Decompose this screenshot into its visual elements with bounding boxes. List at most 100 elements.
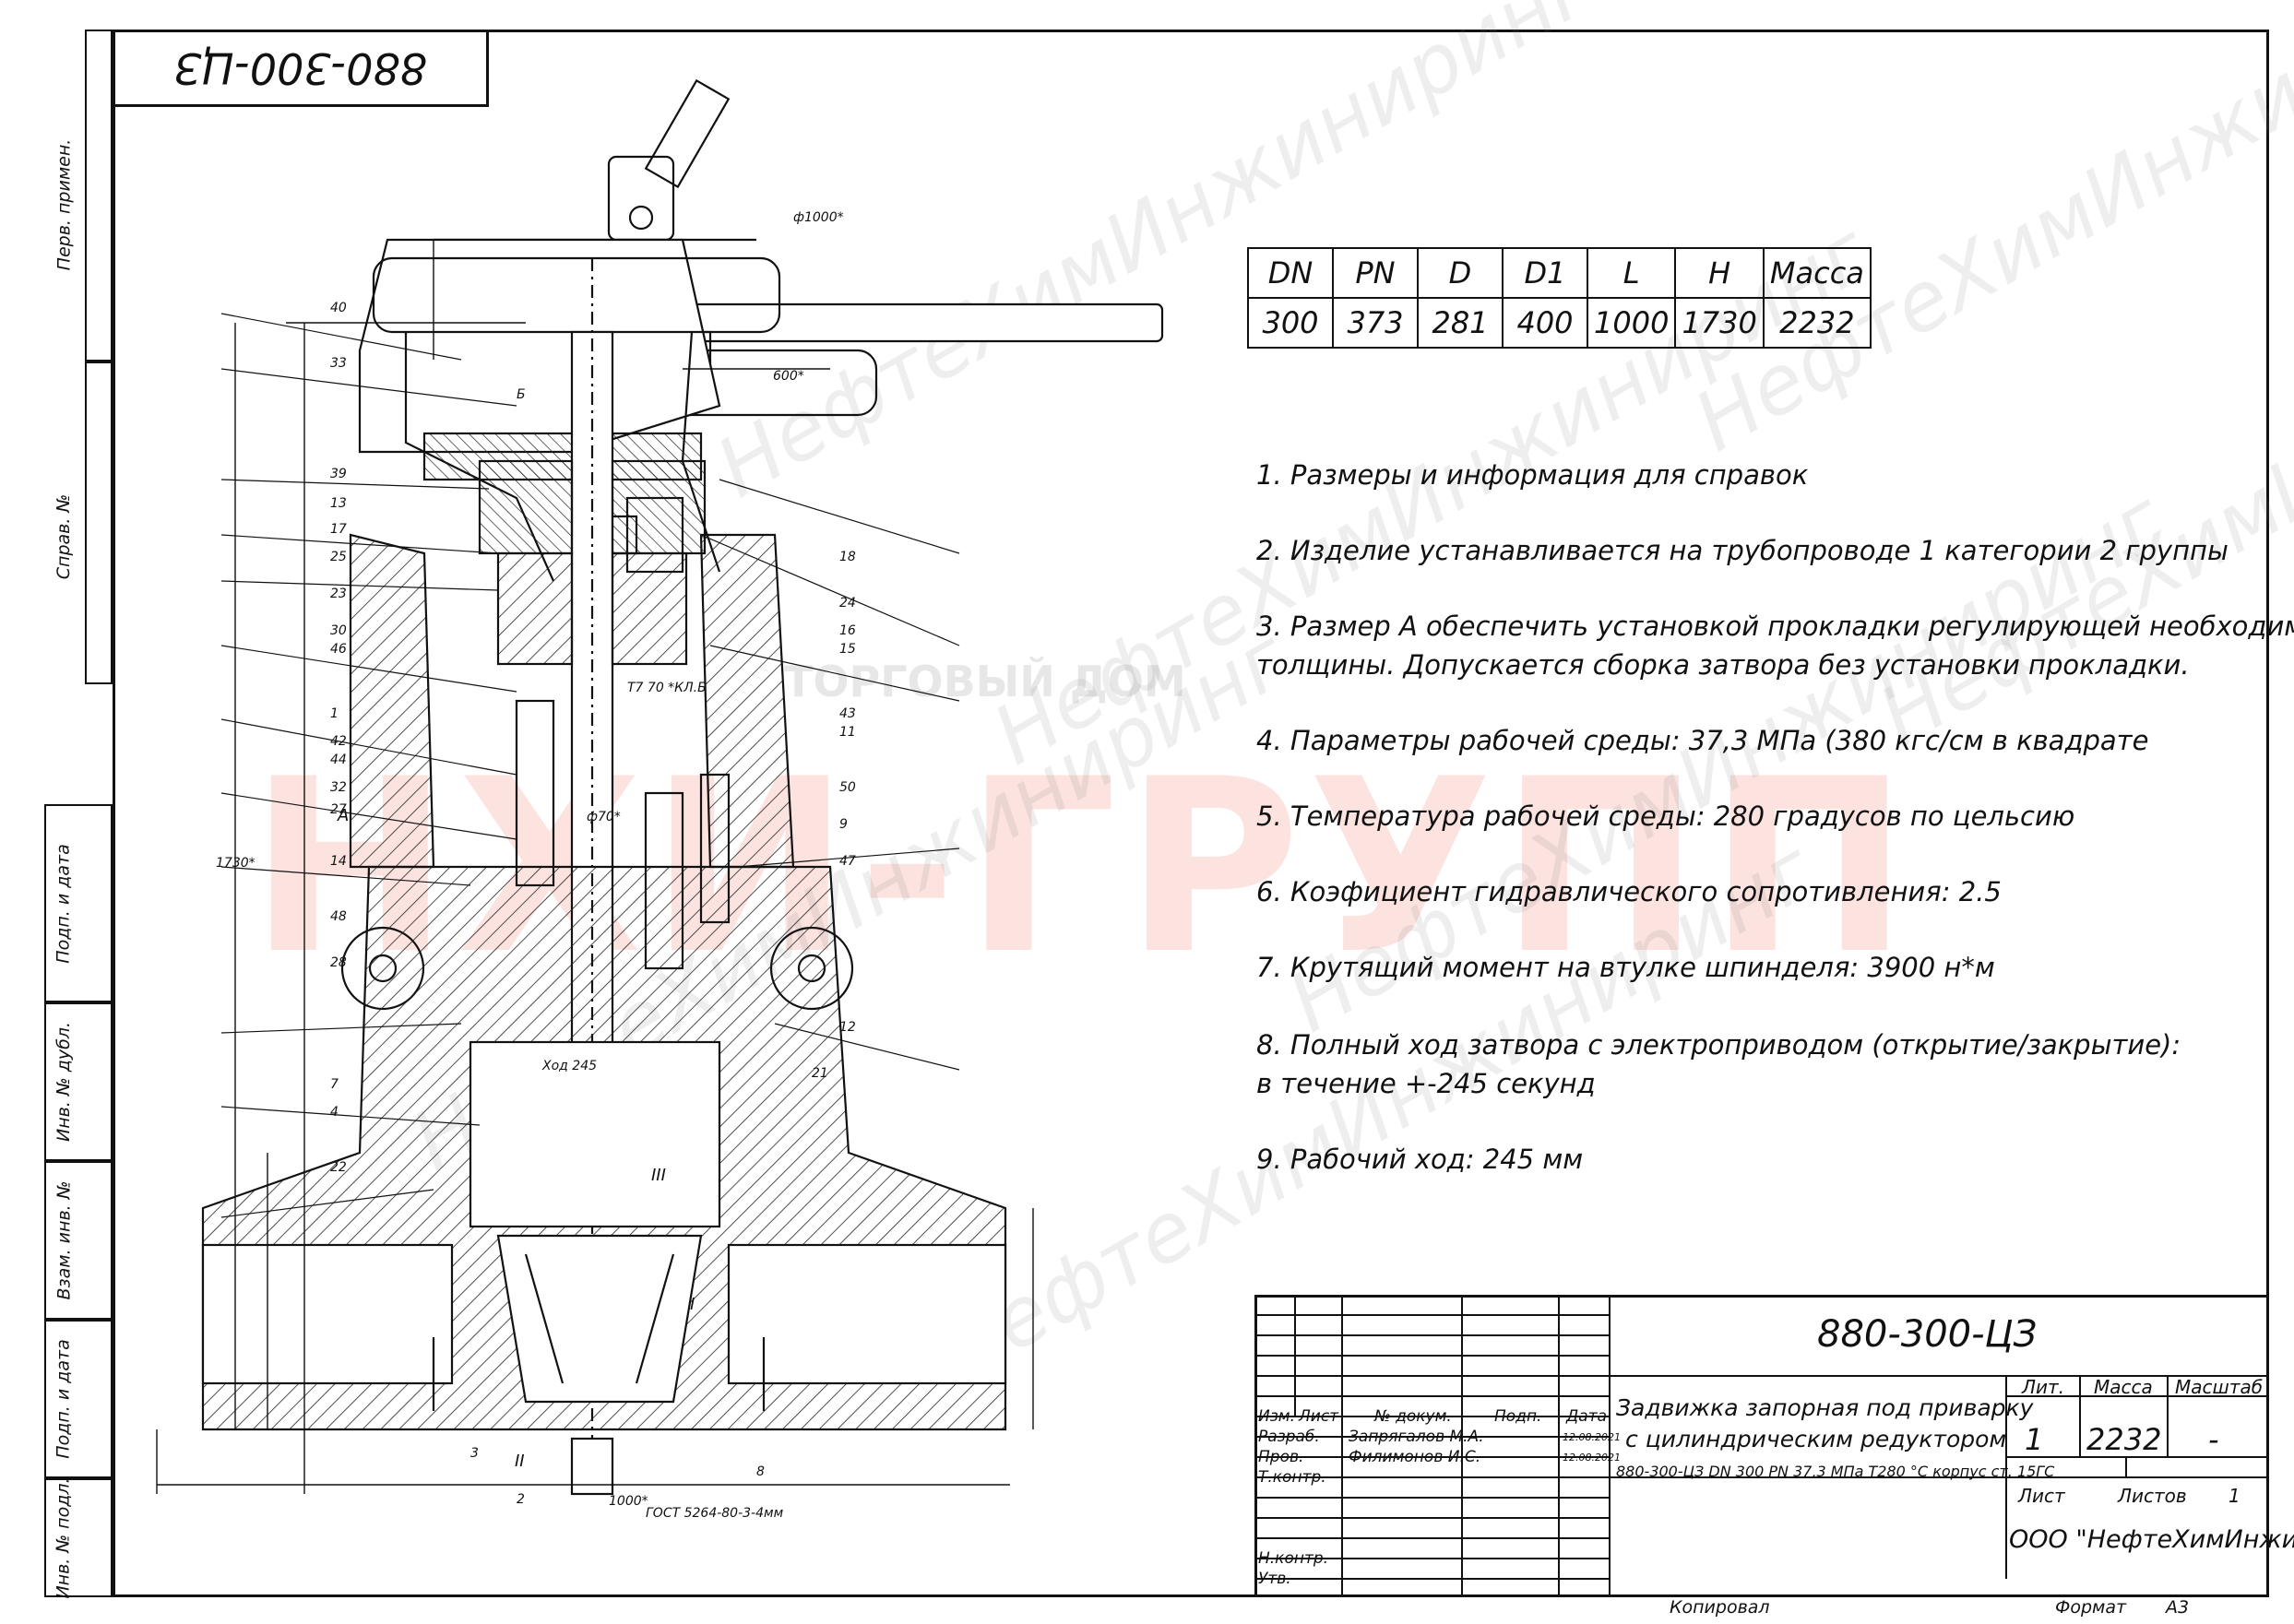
stroke-label: Ход 245 xyxy=(541,1059,597,1073)
razrab-date: 12.08.2021 xyxy=(1563,1431,1621,1443)
section-b-label: Б xyxy=(517,387,526,402)
vzam-inv-label: Взам. инв. № xyxy=(53,1180,75,1300)
param-header: D xyxy=(1417,247,1504,299)
param-header: L xyxy=(1586,247,1677,299)
masshtab-label: Масштаб xyxy=(2175,1376,2264,1398)
dimension-lines xyxy=(156,240,1034,1494)
view-3-label: III xyxy=(651,1166,666,1185)
brand-watermark-small: ТОРГОВЫЙ ДОМ xyxy=(784,657,1186,706)
part-number: 22 xyxy=(330,1160,347,1175)
gost-weld-label: ГОСТ 5264-80-3-4мм xyxy=(646,1506,784,1521)
hdr-data: Дата xyxy=(1566,1407,1608,1426)
part-number: 7 xyxy=(330,1077,339,1092)
part-number: 33 xyxy=(330,356,347,371)
part-number: 25 xyxy=(330,550,347,564)
dim-l1000: 1000* xyxy=(609,1494,648,1509)
lit-label: Лит. xyxy=(2022,1376,2065,1398)
form-sidebar: Перв. примен. Справ. № Подп. и дата Инв.… xyxy=(44,30,113,1598)
title-block-code: 880-300-ЦЗ xyxy=(1817,1313,2038,1356)
part-number: 17 xyxy=(330,522,347,537)
part-number: 43 xyxy=(839,706,856,721)
param-header: H xyxy=(1674,247,1765,299)
sidebar-cell-inv-podl xyxy=(44,1478,113,1597)
part-number: 40 xyxy=(330,301,347,315)
masshtab-value: - xyxy=(2208,1422,2219,1457)
inv-dubl-label: Инв. № дубл. xyxy=(53,1022,74,1142)
param-header: D1 xyxy=(1502,247,1588,299)
part-number: 16 xyxy=(839,623,856,638)
razrab-label: Разраб. xyxy=(1258,1428,1320,1446)
dim-h1730: 1730* xyxy=(216,856,256,871)
sidebar-cell-sprav xyxy=(85,362,113,684)
note-5: 5. Температура рабочей среды: 280 градус… xyxy=(1256,800,2075,832)
dim-d1000: ф1000* xyxy=(793,210,844,225)
utv-label: Утв. xyxy=(1258,1570,1291,1588)
sidebar-cell-podp-data-2 xyxy=(44,1320,113,1478)
rotated-code-box: 880-300-ЦЗ xyxy=(113,30,489,107)
sheet-label: Лист xyxy=(2018,1485,2065,1507)
podp-data-label-1: Подп. и дата xyxy=(53,843,74,964)
thread-label: Т7 70 *КЛ.Б xyxy=(627,681,707,695)
param-value: 400 xyxy=(1502,297,1588,349)
note-4: 4. Параметры рабочей среды: 37,3 МПа (38… xyxy=(1256,725,2149,756)
param-value: 300 xyxy=(1247,297,1334,349)
format-value: А3 xyxy=(2166,1597,2190,1618)
part-number: 2 xyxy=(517,1492,525,1507)
part-number: 23 xyxy=(330,587,347,601)
part-number: 21 xyxy=(812,1066,828,1081)
hdr-list: Лист xyxy=(1299,1407,1339,1426)
param-value: 2232 xyxy=(1762,297,1872,349)
prov-label: Пров. xyxy=(1258,1448,1304,1466)
note-8-cont: в течение +-245 секунд xyxy=(1256,1068,1596,1099)
part-number: 44 xyxy=(330,753,347,767)
sprav-no-label: Справ. № xyxy=(53,493,74,580)
sidebar-cell-vzam-inv xyxy=(44,1161,113,1320)
prov-name: Филимонов И.С. xyxy=(1349,1448,1481,1466)
note-3-cont: толщины. Допускается сборка затвора без … xyxy=(1256,649,2190,681)
valve-section-drawing: ф1000* 600* 1000* ГОСТ 5264-80-3-4мм Ход… xyxy=(156,78,1164,1521)
part-number: 3 xyxy=(470,1446,479,1461)
note-2: 2. Изделие устанавливается на трубопрово… xyxy=(1256,535,2229,566)
title-block-frame xyxy=(1254,1295,2269,1597)
part-number: 48 xyxy=(330,909,347,924)
prov-date: 12.08.2021 xyxy=(1563,1452,1621,1464)
part-number: 18 xyxy=(839,550,856,564)
part-number: 1 xyxy=(330,706,339,721)
note-1: 1. Размеры и информация для справок xyxy=(1256,459,1809,491)
part-number: 12 xyxy=(839,1020,856,1035)
sidebar-cell-perv-primen xyxy=(85,30,113,362)
part-number: 46 xyxy=(330,642,347,657)
nkontr-label: Н.контр. xyxy=(1258,1549,1329,1568)
gland-packing xyxy=(478,459,731,970)
sheets-value: 1 xyxy=(2229,1485,2241,1507)
part-number: 47 xyxy=(839,854,856,869)
title-line-1: Задвижка запорная под приварку xyxy=(1616,1394,2034,1421)
note-8: 8. Полный ход затвора с электроприводом … xyxy=(1256,1029,2181,1061)
part-number: 11 xyxy=(839,725,856,740)
format-label: Формат xyxy=(2055,1597,2127,1618)
dim-d600: 600* xyxy=(773,369,804,384)
part-number: 24 xyxy=(839,596,856,610)
part-number: 30 xyxy=(330,623,347,638)
part-number: 27 xyxy=(330,802,347,817)
sidebar-cell-inv-dubl xyxy=(44,1002,113,1161)
hdr-izm: Изм. xyxy=(1258,1407,1295,1426)
part-number: 9 xyxy=(839,817,848,832)
podp-data-label-2: Подп. и дата xyxy=(53,1339,74,1459)
part-number: 39 xyxy=(330,467,347,481)
param-header: PN xyxy=(1332,247,1419,299)
view-2-label: II xyxy=(515,1452,525,1471)
note-3: 3. Размер А обеспечить установкой прокла… xyxy=(1256,610,2294,642)
param-value: 281 xyxy=(1417,297,1504,349)
part-number: 8 xyxy=(756,1464,765,1479)
lit-value: 1 xyxy=(2025,1422,2044,1457)
part-number: 4 xyxy=(330,1105,339,1120)
tkontr-label: Т.контр. xyxy=(1258,1468,1326,1487)
part-number: 50 xyxy=(839,780,856,795)
perv-primen-label: Перв. примен. xyxy=(53,138,75,271)
dim-phi70: ф70* xyxy=(587,810,621,824)
part-number: 14 xyxy=(330,854,347,869)
view-1-label: I xyxy=(690,1295,695,1314)
title-line-2: с цилиндрическим редуктором xyxy=(1625,1426,2007,1452)
hdr-dokum: № докум. xyxy=(1374,1407,1452,1426)
